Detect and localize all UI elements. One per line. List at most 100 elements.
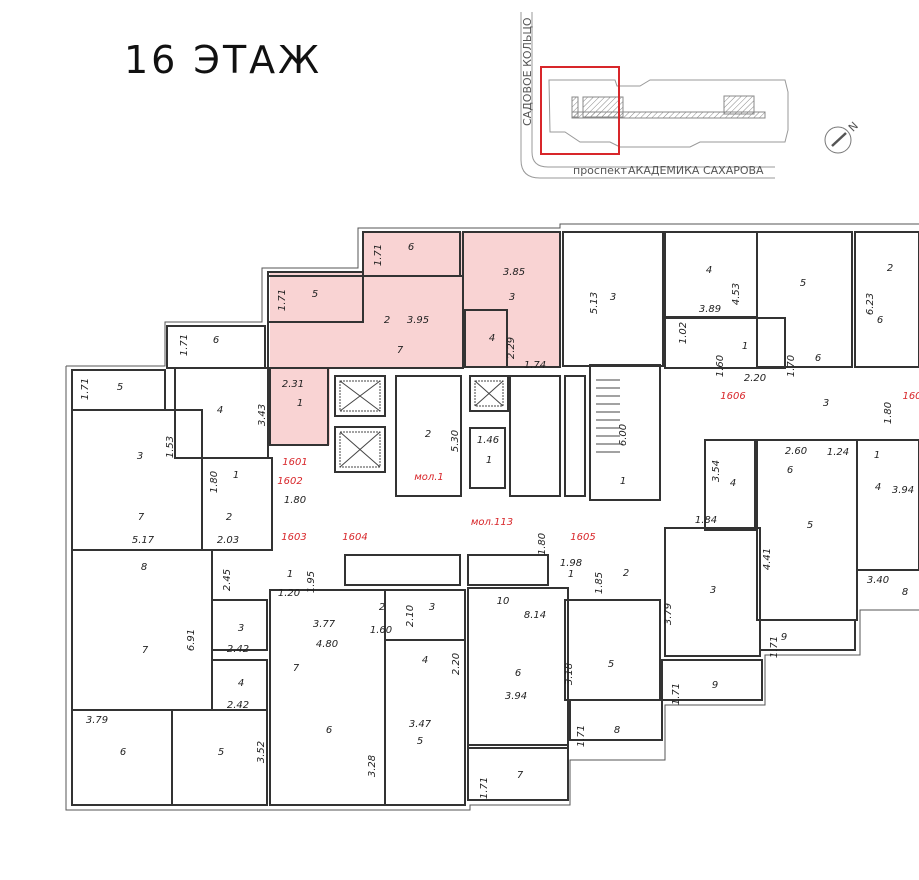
- room-dimension: 1.80: [284, 495, 306, 506]
- room-dimension: 4.41: [762, 548, 773, 570]
- room-outline: [71, 409, 203, 551]
- room-number: 1: [233, 470, 239, 481]
- room-dimension: 4.53: [731, 283, 742, 305]
- room-dimension: 3.94: [892, 485, 914, 496]
- building-core: [723, 95, 755, 115]
- elevator-icon: [474, 380, 504, 407]
- room-dimension: 1.95: [306, 571, 317, 593]
- room-number: 1: [486, 455, 492, 466]
- room-dimension: 3.94: [505, 691, 527, 702]
- highlighted-section: [540, 66, 620, 155]
- room-dimension: 3.89: [699, 304, 721, 315]
- elevator-cross: [339, 431, 381, 468]
- compass-needle: [831, 132, 847, 147]
- room-number: 9: [781, 632, 787, 643]
- room-outline: [384, 639, 466, 806]
- room-dimension: 1.70: [786, 355, 797, 377]
- room-number: 6: [877, 315, 883, 326]
- room-number: 3: [429, 602, 435, 613]
- room-number: 8: [614, 725, 620, 736]
- room-outline: [467, 554, 549, 586]
- room-number: 3: [610, 292, 616, 303]
- room-number: 2: [887, 263, 893, 274]
- room-number: 3: [137, 451, 143, 462]
- room-number: 6: [120, 747, 126, 758]
- room-outline: [395, 375, 462, 497]
- room-dimension: 5.13: [589, 292, 600, 314]
- room-dimension: 2.10: [405, 605, 416, 627]
- room-outline: [469, 375, 509, 412]
- room-number: 10: [497, 596, 510, 607]
- room-number: 2: [379, 602, 385, 613]
- unit-number: мол.113: [471, 517, 513, 528]
- room-number: 9: [712, 680, 718, 691]
- room-number: 8: [902, 587, 908, 598]
- elevator-icon: [339, 431, 381, 468]
- room-outline: [661, 659, 763, 701]
- road-line: [520, 12, 775, 179]
- room-dimension: 2.60: [785, 446, 807, 457]
- room-dimension: 1.53: [165, 436, 176, 458]
- room-outline: [664, 527, 761, 657]
- room-dimension: 2.20: [451, 653, 462, 675]
- room-number: 5: [218, 747, 224, 758]
- room-dimension: 3.79: [86, 715, 108, 726]
- room-dimension: 1.60: [715, 355, 726, 377]
- room-outline: [759, 619, 856, 651]
- room-dimension: 1.80: [883, 402, 894, 424]
- room-dimension: 1.60: [370, 625, 392, 636]
- room-dimension: 6.23: [865, 293, 876, 315]
- room-number: 6: [326, 725, 332, 736]
- room-dimension: 2.42: [227, 700, 249, 711]
- room-outline: [664, 317, 786, 369]
- room-dimension: 1.71: [80, 378, 91, 400]
- room-outline: [344, 554, 461, 586]
- room-dimension: 3.28: [367, 755, 378, 777]
- room-outline: [467, 587, 569, 749]
- room-number: 5: [807, 520, 813, 531]
- room-number: 2: [226, 512, 232, 523]
- room-outline: [267, 275, 464, 369]
- room-number: 6: [213, 335, 219, 346]
- room-dimension: 1.74: [524, 360, 546, 371]
- room-number: 7: [397, 345, 404, 356]
- unit-number: 1602: [277, 476, 302, 487]
- unit-number: 1603: [281, 532, 306, 543]
- room-outline: [171, 709, 268, 806]
- room-outline: [469, 427, 506, 489]
- room-outline: [201, 457, 273, 551]
- room-number: 8: [141, 562, 147, 573]
- room-dimension: 1.98: [560, 558, 582, 569]
- room-number: 7: [138, 512, 145, 523]
- street-label: АКАДЕМИКА САХАРОВА: [628, 164, 764, 177]
- room-number: 5: [117, 382, 123, 393]
- room-number: 2: [425, 429, 431, 440]
- room-number: 4: [489, 333, 495, 344]
- room-dimension: 3.40: [867, 575, 889, 586]
- room-dimension: 1.02: [678, 322, 689, 344]
- room-outline: [384, 589, 466, 641]
- selected-apartment-1601[interactable]: [270, 232, 560, 445]
- room-number: 6: [408, 242, 414, 253]
- unit-number: 1605: [570, 532, 595, 543]
- room-outline: [564, 599, 661, 701]
- road-line: [531, 12, 775, 168]
- room-dimension: 3.77: [313, 619, 336, 630]
- room-dimension: 8.14: [524, 610, 546, 621]
- room-dimension: 1.80: [209, 471, 220, 493]
- room-dimension: 1.46: [477, 435, 499, 446]
- key-plan: САДОВОЕ КОЛЬЦО проспект АКАДЕМИКА САХАРО…: [520, 12, 861, 179]
- room-number: 3: [823, 398, 829, 409]
- unit-number: 1604: [342, 532, 367, 543]
- apartment-highlight[interactable]: [270, 232, 560, 445]
- unit-number: 1601: [282, 457, 307, 468]
- room-dimension: 2.31: [282, 379, 304, 390]
- floor-title: 16 ЭТАЖ: [124, 38, 323, 82]
- room-dimension: 5.17: [132, 535, 155, 546]
- room-outline: [856, 439, 919, 571]
- room-number: 5: [608, 659, 614, 670]
- room-number: 4: [875, 482, 881, 493]
- room-outline: [509, 375, 561, 497]
- room-outline: [756, 231, 853, 368]
- room-outline: [564, 375, 586, 497]
